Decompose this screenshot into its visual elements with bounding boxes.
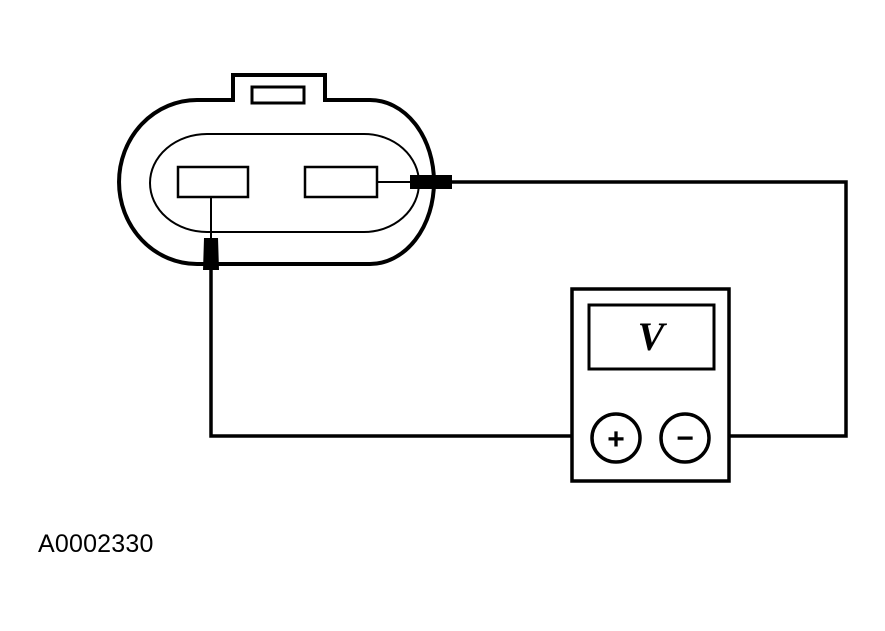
connector-pin-2 bbox=[303, 165, 379, 199]
test-probe-positive bbox=[203, 238, 219, 270]
positive-terminal-label: + bbox=[607, 423, 625, 456]
voltmeter: V + − bbox=[570, 287, 731, 483]
connector-inner-face bbox=[149, 133, 420, 233]
connector-housing bbox=[117, 73, 436, 266]
voltmeter-display bbox=[587, 303, 716, 371]
wire-negative bbox=[452, 180, 848, 438]
positive-terminal bbox=[590, 412, 642, 464]
figure-id: A0002330 bbox=[38, 530, 154, 558]
negative-terminal bbox=[659, 412, 711, 464]
connector bbox=[117, 73, 436, 266]
voltmeter-display-label: V bbox=[638, 314, 668, 359]
wire-positive bbox=[209, 270, 590, 438]
test-probe-negative bbox=[410, 175, 452, 189]
connector-pin-1 bbox=[176, 165, 250, 199]
connector-latch bbox=[250, 85, 306, 105]
negative-terminal-label: − bbox=[676, 422, 694, 455]
